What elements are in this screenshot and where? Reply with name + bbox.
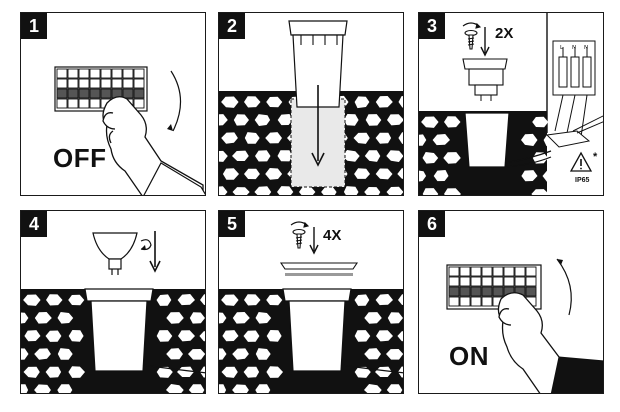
screw-icon <box>290 221 310 249</box>
step-6-number: 6 <box>419 211 445 237</box>
rotate-arrow-icon <box>556 258 572 316</box>
terminal-label-l: L <box>560 45 564 51</box>
step-3-panel: 3 <box>418 12 604 196</box>
step-6-panel: 6 ON <box>418 210 604 394</box>
led-bulb-icon <box>92 232 138 275</box>
step-5-number: 5 <box>219 211 245 237</box>
stone-pavement-icon <box>219 20 403 195</box>
hand-icon <box>102 96 204 195</box>
screw-icon <box>462 22 482 50</box>
note-mark: * <box>593 151 598 163</box>
step-3-number: 3 <box>419 13 445 39</box>
screw-quantity: 4X <box>323 227 342 244</box>
breaker-switch-icon <box>446 258 603 393</box>
on-label: ON <box>449 341 489 371</box>
step-4-number: 4 <box>21 211 47 237</box>
step-2-panel: 2 <box>218 12 404 196</box>
step-5-panel: 5 4X <box>218 210 404 394</box>
step-1-number: 1 <box>21 13 47 39</box>
cover-ring-icon <box>279 262 359 276</box>
breaker-switch-icon <box>54 66 205 195</box>
off-label: OFF <box>53 143 107 173</box>
warning-triangle-icon <box>569 151 593 172</box>
step-2-number: 2 <box>219 13 245 39</box>
terminal-label-n1: N <box>572 45 577 51</box>
step-4-panel: 4 <box>20 210 206 394</box>
step-1-panel: 1 OFF <box>20 12 206 196</box>
ip-rating: IP65 <box>575 177 590 184</box>
screw-quantity: 2X <box>495 25 514 42</box>
terminal-label-n2: N <box>584 45 589 51</box>
connector-block-icon <box>545 40 596 148</box>
rotate-arrow-icon <box>170 70 182 132</box>
